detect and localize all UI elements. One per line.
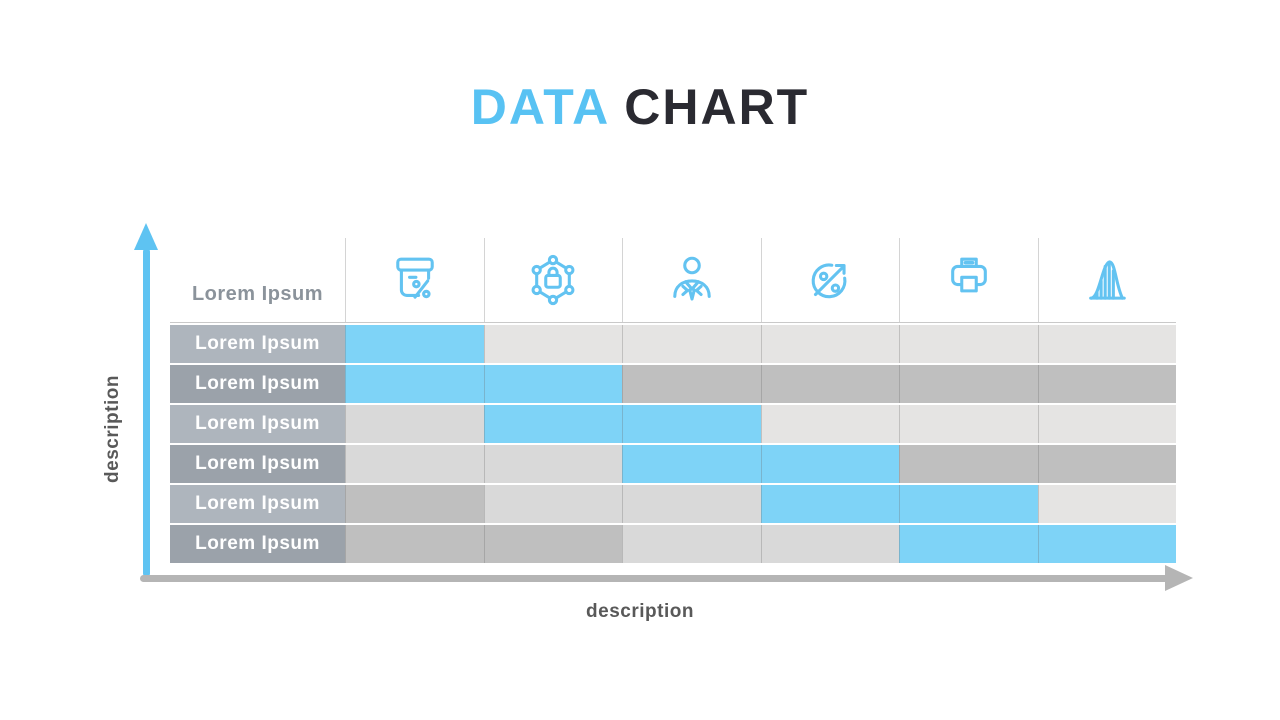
x-axis-label: description (586, 601, 694, 622)
cell-r1-c2 (483, 325, 622, 363)
cell-r5-c5 (899, 485, 1038, 523)
cell-r5-c3 (622, 485, 761, 523)
row-label: Lorem Ipsum (170, 445, 345, 483)
row-label: Lorem Ipsum (170, 525, 345, 563)
title-space (608, 79, 624, 135)
table-row: Lorem Ipsum (170, 325, 1176, 363)
cell-r3-c6 (1037, 405, 1176, 443)
cell-r4-c6 (1037, 445, 1176, 483)
cell-r2-c3 (622, 365, 761, 403)
cell-r3-c5 (899, 405, 1038, 443)
cell-r2-c1 (345, 365, 484, 403)
x-axis-arrowhead-icon (1165, 565, 1193, 591)
y-axis-arrow (143, 248, 150, 577)
cell-r3-c4 (760, 405, 899, 443)
x-axis-arrow (140, 575, 1168, 582)
cell-r5-c1 (345, 485, 484, 523)
cell-r6-c5 (899, 525, 1038, 563)
title-rest: CHART (624, 79, 810, 135)
cell-r3-c3 (622, 405, 761, 443)
cell-r6-c6 (1037, 525, 1176, 563)
distribution-curve-icon (1089, 260, 1127, 300)
title-accent: DATA (470, 79, 609, 135)
cell-r4-c4 (760, 445, 899, 483)
page-title: DATA CHART (0, 82, 1280, 132)
row-label: Lorem Ipsum (170, 405, 345, 443)
cell-r2-c6 (1037, 365, 1176, 403)
cell-r2-c4 (760, 365, 899, 403)
cell-r1-c6 (1037, 325, 1176, 363)
cell-r1-c4 (760, 325, 899, 363)
cell-r4-c3 (622, 445, 761, 483)
cell-r4-c1 (345, 445, 484, 483)
y-axis-arrowhead-icon (134, 223, 158, 250)
table-row: Lorem Ipsum (170, 405, 1176, 443)
header-cell-4 (760, 238, 900, 322)
cell-r1-c5 (899, 325, 1038, 363)
businessman-icon (672, 256, 711, 301)
printer-icon (950, 257, 987, 293)
discount-basket-icon (395, 257, 434, 299)
cell-r2-c2 (483, 365, 622, 403)
cell-r4-c2 (483, 445, 622, 483)
cell-r4-c5 (899, 445, 1038, 483)
cell-r3-c1 (345, 405, 484, 443)
table-row: Lorem Ipsum (170, 485, 1176, 523)
cell-r6-c2 (483, 525, 622, 563)
table-row: Lorem Ipsum (170, 445, 1176, 483)
header-cell-6 (1037, 238, 1177, 322)
header-cell-5 (899, 238, 1038, 322)
cell-r6-c3 (622, 525, 761, 563)
row-label: Lorem Ipsum (170, 365, 345, 403)
cell-r6-c4 (760, 525, 899, 563)
table-row: Lorem Ipsum (170, 525, 1176, 563)
network-security-icon (531, 254, 575, 306)
y-axis-label: description (102, 375, 123, 483)
header-cell-2 (483, 238, 623, 322)
cell-r5-c6 (1037, 485, 1176, 523)
header-cell-3 (622, 238, 761, 322)
cell-r6-c1 (345, 525, 484, 563)
row-label: Lorem Ipsum (170, 485, 345, 523)
header-label: Lorem Ipsum (191, 283, 324, 305)
data-table: Lorem Ipsum (170, 238, 1176, 563)
header-cell-1 (345, 238, 484, 322)
cell-r1-c3 (622, 325, 761, 363)
cell-r1-c1 (345, 325, 484, 363)
cell-r2-c5 (899, 365, 1038, 403)
table-header-row: Lorem Ipsum (170, 238, 1176, 323)
cell-r5-c2 (483, 485, 622, 523)
row-label: Lorem Ipsum (170, 325, 345, 363)
percentage-growth-icon (811, 263, 847, 299)
cell-r3-c2 (483, 405, 622, 443)
table-row: Lorem Ipsum (170, 365, 1176, 403)
cell-r5-c4 (760, 485, 899, 523)
